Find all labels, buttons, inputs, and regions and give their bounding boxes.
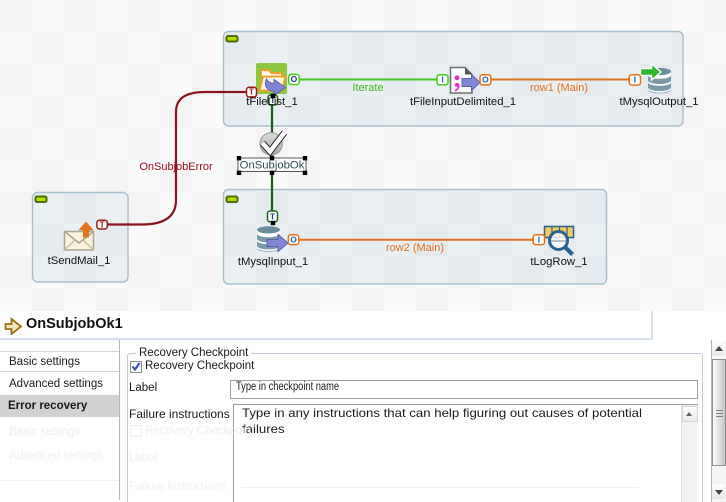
svg-text:I: I	[441, 75, 443, 85]
svg-text:T: T	[270, 211, 276, 221]
svg-text:T: T	[270, 95, 276, 105]
svg-text:OnSubjobOk: OnSubjobOk	[240, 160, 305, 172]
svg-text:tFileInputDelimited_1: tFileInputDelimited_1	[410, 96, 516, 108]
svg-text:tMysqlOutput_1: tMysqlOutput_1	[619, 96, 698, 108]
svg-text:I: I	[538, 234, 540, 244]
svg-text:Iterate: Iterate	[352, 82, 383, 94]
svg-text:I: I	[634, 75, 636, 85]
svg-text:tLogRow_1: tLogRow_1	[530, 256, 587, 268]
svg-text:row1 (Main): row1 (Main)	[530, 82, 588, 94]
svg-text:tFileList_1: tFileList_1	[246, 96, 298, 108]
svg-text:O: O	[290, 234, 297, 244]
svg-text:O: O	[482, 75, 489, 85]
svg-text:O: O	[291, 74, 298, 84]
svg-text:T: T	[249, 87, 255, 97]
svg-text:row2 (Main): row2 (Main)	[386, 242, 444, 254]
svg-text:T: T	[99, 219, 105, 229]
svg-text:tMysqlInput_1: tMysqlInput_1	[238, 256, 308, 268]
svg-text:tSendMail_1: tSendMail_1	[48, 255, 111, 267]
svg-text:OnSubjobError: OnSubjobError	[139, 161, 213, 173]
